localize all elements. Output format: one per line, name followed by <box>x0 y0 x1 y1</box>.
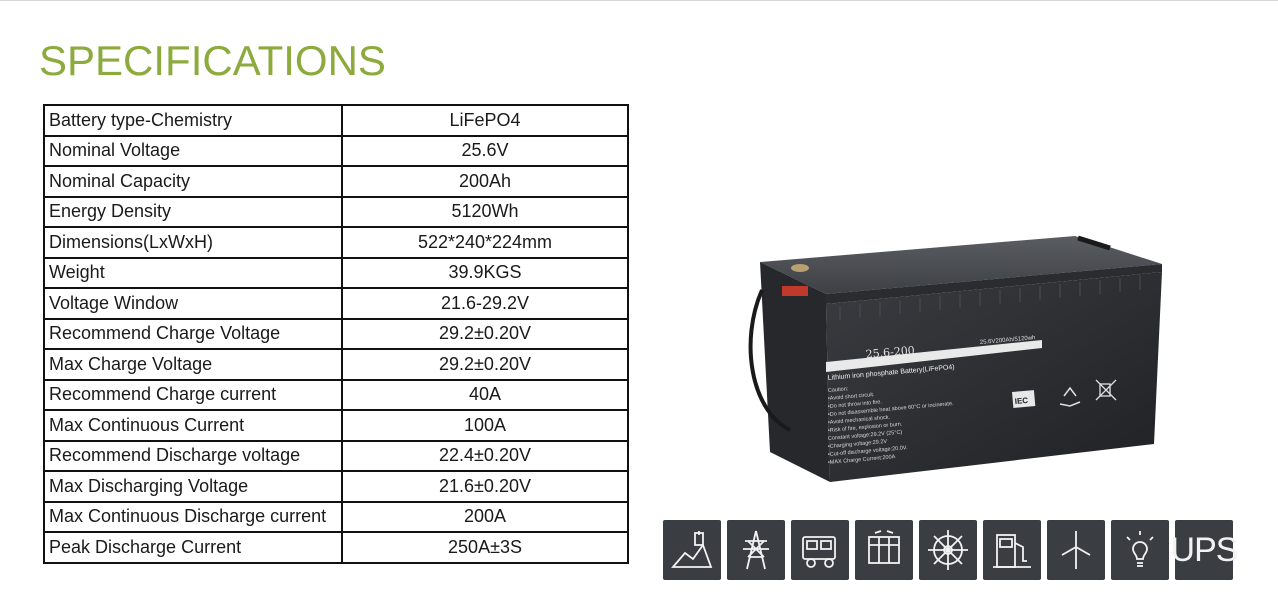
spec-label: Recommend Charge current <box>43 378 343 411</box>
spec-value: 250A±3S <box>341 531 629 564</box>
spec-label: Energy Density <box>43 195 343 228</box>
app-tile-solar-home <box>663 520 721 580</box>
caution-line: Caution: <box>828 386 849 394</box>
no-trash-icon <box>1095 379 1117 401</box>
caution-line: •Avoid mechanical shock. <box>828 415 891 426</box>
spec-value: 200Ah <box>341 165 629 198</box>
ship-wheel-icon <box>928 530 968 570</box>
caution-line: •Do not throw into fire. <box>828 399 883 410</box>
battery-terminal-cover <box>782 286 808 296</box>
caution-line: •Charging voltage:29.2V <box>828 439 888 450</box>
light-bulb-icon <box>1126 531 1154 567</box>
app-tile-ups: UPS <box>1171 520 1238 580</box>
spec-label: Dimensions(LxWxH) <box>43 226 343 259</box>
caution-line: •MAX Charge Current:200A <box>828 454 896 466</box>
iec-logo <box>1012 390 1036 408</box>
spec-value: 522*240*224mm <box>341 226 629 259</box>
spec-label: Voltage Window <box>43 287 343 320</box>
app-tile-ship <box>919 520 977 580</box>
spec-value: 25.6V <box>341 134 629 167</box>
spec-value: 100A <box>341 409 629 442</box>
spec-value: 200A <box>341 500 629 533</box>
spec-value: LiFePO4 <box>341 104 629 137</box>
battery-model: 25.6-200 <box>865 344 915 361</box>
app-tile-fuel-station <box>983 520 1041 580</box>
spec-value: 21.6±0.20V <box>341 470 629 503</box>
battery-top <box>760 236 1162 294</box>
spec-label: Recommend Discharge voltage <box>43 439 343 472</box>
battery-image: 25.6-200 25.6V200Ah/5120wh Lithium iron … <box>748 235 1162 482</box>
solar-home-icon <box>671 531 713 568</box>
spec-value: 29.2±0.20V <box>341 317 629 350</box>
wind-turbine-icon <box>1061 531 1091 569</box>
spec-value: 22.4±0.20V <box>341 439 629 472</box>
spec-label: Max Discharging Voltage <box>43 470 343 503</box>
spec-value: 29.2±0.20V <box>341 348 629 381</box>
app-tile-rv <box>791 520 849 580</box>
power-tower-icon <box>743 530 769 570</box>
spec-value: 21.6-29.2V <box>341 287 629 320</box>
app-tile-solar-panel <box>855 520 913 580</box>
spec-value: 39.9KGS <box>341 256 629 289</box>
caution-line: •Avoid short circuit. <box>828 392 876 402</box>
application-icons: UPS <box>663 520 1238 580</box>
solar-panel-icon <box>868 530 900 564</box>
spec-label: Peak Discharge Current <box>43 531 343 564</box>
fuel-station-icon <box>993 534 1031 568</box>
spec-label: Nominal Capacity <box>43 165 343 198</box>
recycle-icon <box>1059 386 1081 407</box>
app-tile-wind <box>1047 520 1105 580</box>
page-title: SPECIFICATIONS <box>39 37 386 84</box>
iec-logo-text: IEC <box>1014 396 1028 406</box>
rv-vehicle-icon <box>802 536 836 568</box>
spec-value: 5120Wh <box>341 195 629 228</box>
battery-front <box>826 272 1162 482</box>
spec-label: Battery type-Chemistry <box>43 104 343 137</box>
spec-row: Dimensions(LxWxH)522*240*224mm <box>43 226 629 259</box>
spec-label: Max Continuous Discharge current <box>43 500 343 533</box>
battery-handle <box>748 289 791 432</box>
spec-label: Nominal Voltage <box>43 134 343 167</box>
app-tile-lighting <box>1111 520 1169 580</box>
spec-label: Recommend Charge Voltage <box>43 317 343 350</box>
battery-terminal-positive <box>791 264 809 272</box>
spec-value: 40A <box>341 378 629 411</box>
spec-label: Weight <box>43 256 343 289</box>
app-tile-power-tower <box>727 520 785 580</box>
battery-side <box>760 262 830 482</box>
spec-label: Max Charge Voltage <box>43 348 343 381</box>
ups-icon: UPS <box>1170 530 1239 569</box>
top-divider <box>0 0 1278 1</box>
battery-rating: 25.6V200Ah/5120wh <box>980 335 1036 346</box>
spec-label: Max Continuous Current <box>43 409 343 442</box>
